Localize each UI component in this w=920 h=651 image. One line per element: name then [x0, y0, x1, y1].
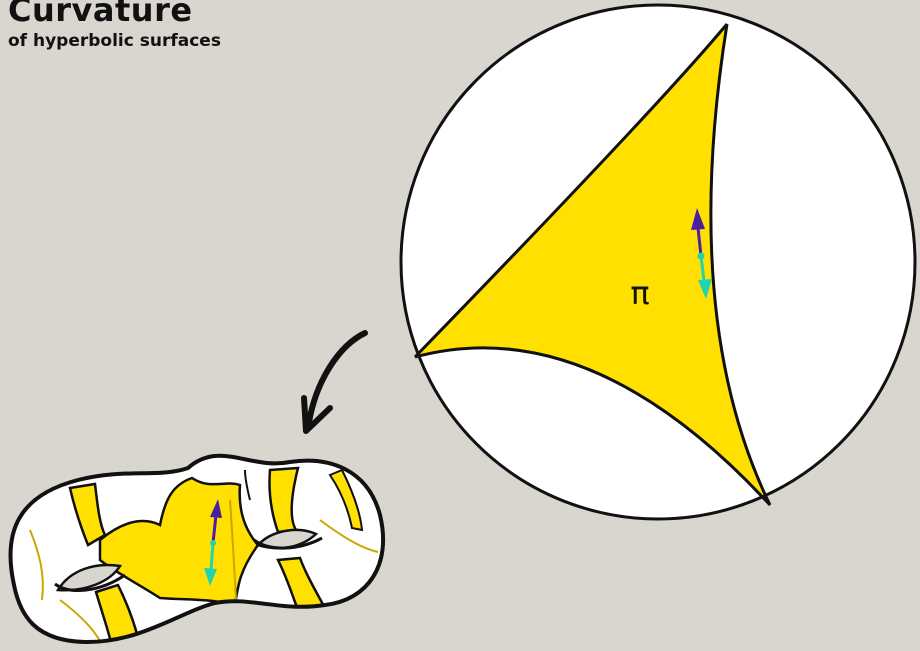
page-subtitle: of hyperbolic surfaces: [8, 30, 221, 52]
base-point: [698, 253, 705, 260]
title-block: Curvature of hyperbolic surfaces: [8, 0, 221, 52]
poincare-disk: π: [401, 5, 915, 519]
triangle-label: π: [630, 274, 649, 312]
page-title: Curvature: [8, 0, 221, 30]
